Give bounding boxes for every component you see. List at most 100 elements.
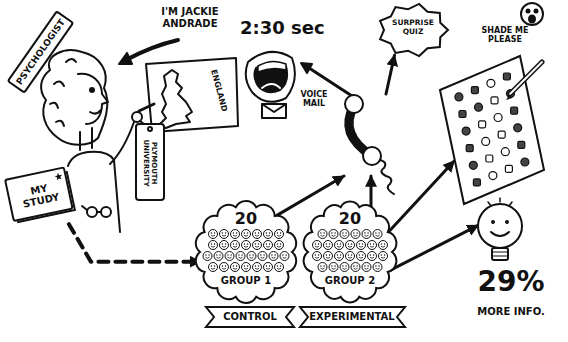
face-eye — [271, 254, 272, 255]
face-smile — [222, 268, 226, 269]
face-eye — [255, 232, 256, 233]
face-smile — [315, 246, 319, 247]
percent-value: 29% — [458, 266, 564, 298]
person-face — [220, 241, 229, 250]
face-eye — [238, 254, 239, 255]
face-eye — [359, 254, 360, 255]
face-eye — [222, 232, 223, 233]
book-star — [54, 172, 63, 181]
person-face — [357, 241, 366, 250]
text-holder: SURPRISE QUIZ — [390, 19, 436, 36]
map-sheet — [146, 58, 238, 132]
face-eye — [258, 265, 259, 266]
face-smile — [211, 268, 215, 269]
face-smile — [222, 235, 226, 236]
face-eye — [326, 254, 327, 255]
face-smile — [244, 268, 248, 269]
face-smile — [283, 257, 287, 258]
face-eye — [214, 265, 215, 266]
sign-outline — [7, 11, 72, 92]
glasses — [101, 207, 111, 217]
face-smile — [365, 235, 369, 236]
person-face — [335, 241, 344, 250]
face-eye — [320, 232, 321, 233]
face-smile — [211, 246, 215, 247]
face-eye — [266, 243, 267, 244]
face-eye — [373, 254, 374, 255]
glasses-bridge — [82, 206, 101, 212]
label-holder: I'M JACKIE ANDRADE — [150, 6, 230, 29]
study-book: MY STUDY — [4, 166, 76, 224]
sheet-outline — [440, 56, 544, 204]
group-banner: CONTROL — [205, 306, 295, 328]
person-face — [253, 241, 262, 250]
face-eye — [342, 265, 343, 266]
open-mouth — [246, 52, 295, 102]
face-smile — [244, 246, 248, 247]
bulb-eye — [491, 220, 495, 224]
face-eye — [233, 232, 234, 233]
group-name: GROUP 2 — [300, 275, 400, 287]
face-smile — [315, 257, 319, 258]
text-holder: 29% — [458, 266, 564, 298]
face-smile — [217, 257, 221, 258]
answer-box — [498, 131, 505, 138]
person-face — [236, 252, 245, 261]
face-eye — [384, 243, 385, 244]
person-face — [220, 263, 229, 272]
face-eye — [269, 232, 270, 233]
phone-earpiece — [345, 95, 363, 113]
text-holder: 20 — [192, 210, 300, 228]
result-text: MORE INFO. — [458, 306, 564, 318]
surprised-face — [521, 3, 543, 25]
face-eye — [236, 232, 237, 233]
person-face — [313, 252, 322, 261]
pencil — [510, 62, 542, 94]
flow-arrow — [388, 161, 454, 233]
answer-bubble — [455, 93, 463, 101]
pen — [139, 104, 154, 111]
face-eye — [373, 243, 374, 244]
face-eye — [225, 243, 226, 244]
group-cloud: 20GROUP 1 — [192, 198, 300, 306]
person-face — [214, 252, 223, 261]
answer-box — [486, 155, 493, 162]
answer-box — [503, 73, 510, 80]
answer-box — [459, 111, 466, 118]
face-eye — [280, 232, 281, 233]
face-eye — [263, 254, 264, 255]
face-eye — [370, 254, 371, 255]
face-smile — [354, 268, 358, 269]
person-face — [351, 230, 360, 239]
body — [68, 152, 120, 232]
face-smile — [326, 257, 330, 258]
face-eye — [337, 254, 338, 255]
person-face — [231, 241, 240, 250]
face-eye — [258, 243, 259, 244]
person-face — [203, 252, 212, 261]
face-eye — [384, 254, 385, 255]
face-profile — [78, 74, 108, 124]
face-smile — [376, 235, 380, 236]
face-eye — [219, 254, 220, 255]
face-eye — [381, 243, 382, 244]
face-smile — [239, 257, 243, 258]
face-eye — [260, 254, 261, 255]
face-smile — [228, 257, 232, 258]
group-cloud: 20GROUP 2 — [300, 198, 400, 306]
face-eye — [233, 243, 234, 244]
face-eye — [334, 232, 335, 233]
face-eye — [345, 265, 346, 266]
face-eye — [351, 243, 352, 244]
face-eye — [367, 232, 368, 233]
face-smile — [359, 257, 363, 258]
person-face — [313, 241, 322, 250]
banner-outline — [300, 307, 405, 327]
face-eye — [364, 265, 365, 266]
person-face — [373, 230, 382, 239]
text-holder: 20 — [300, 210, 400, 228]
face-eye — [211, 265, 212, 266]
face-eye — [331, 232, 332, 233]
person-face — [368, 241, 377, 250]
face-eye — [527, 10, 530, 13]
